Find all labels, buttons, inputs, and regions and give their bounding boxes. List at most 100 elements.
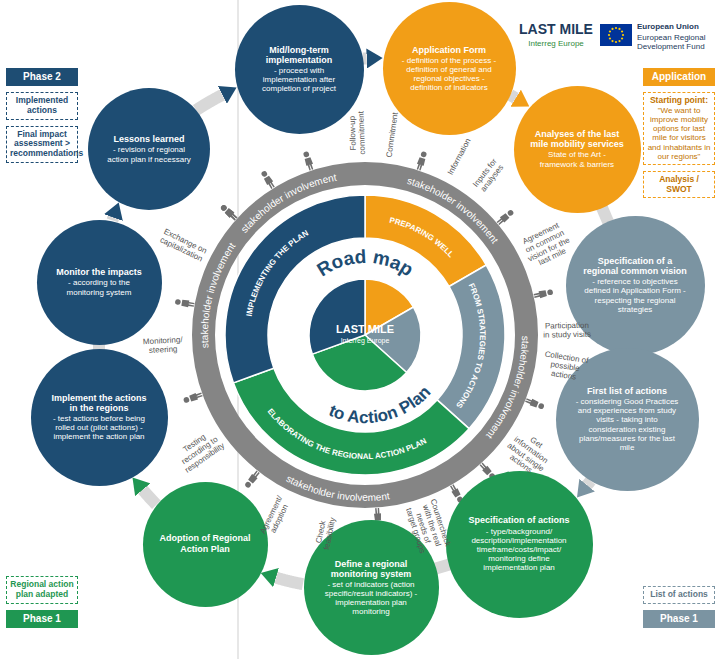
logo-text: LAST MILE bbox=[515, 22, 597, 37]
person-head bbox=[547, 289, 554, 296]
node-heading: Phase 1 bbox=[9, 613, 75, 625]
person-figure bbox=[496, 208, 515, 226]
text-wrap: Starting point:"We want to improve mobil… bbox=[647, 96, 711, 161]
node-body: - revision of regional action plan if ne… bbox=[103, 145, 196, 163]
flow-arrow bbox=[196, 95, 222, 110]
node-body: - considering Good Practices and experie… bbox=[573, 397, 682, 452]
text-wrap: Application Form- definition of the proc… bbox=[398, 45, 499, 93]
node-heading: Phase 1 bbox=[646, 613, 712, 625]
flag-star bbox=[618, 40, 620, 42]
person-figure bbox=[183, 391, 204, 404]
flag-field bbox=[600, 24, 632, 46]
person-figure bbox=[525, 397, 546, 411]
person-figure bbox=[415, 151, 428, 172]
text-wrap: Analysis / SWOT bbox=[647, 175, 711, 195]
node-heading: Regional action plan adapted bbox=[10, 580, 74, 600]
person-body bbox=[449, 484, 461, 498]
segment-ring bbox=[225, 195, 505, 475]
person-figure bbox=[175, 298, 195, 308]
text-wrap: List of actions bbox=[647, 590, 711, 600]
exchange-label: Get information about single actions bbox=[498, 425, 559, 483]
note-box: Implemented actions bbox=[6, 92, 78, 120]
exchange-label: Monitoring/ steering bbox=[138, 335, 189, 355]
person-figure bbox=[219, 203, 238, 221]
note-box: Regional action plan adapted bbox=[6, 576, 78, 604]
phase-tag: Phase 1 bbox=[6, 610, 78, 628]
curved-label: PREPARING WELL bbox=[389, 216, 456, 260]
node-body: State of the Art - framework & barriers bbox=[529, 150, 626, 168]
phase-tag: Phase 1 bbox=[643, 610, 715, 628]
text-wrap: First list of actions- considering Good … bbox=[573, 386, 682, 452]
person-body bbox=[224, 208, 238, 222]
flag-star bbox=[609, 37, 611, 39]
text-wrap: Implement the actions in the regions- te… bbox=[47, 393, 151, 442]
flag-star bbox=[615, 27, 617, 29]
node-body: - test actions before being rolled out (… bbox=[47, 414, 151, 442]
segment-ring bbox=[309, 279, 421, 391]
person-head bbox=[303, 151, 310, 158]
exchange-label: Exchange on capitalization bbox=[157, 228, 210, 266]
curved-label: ELABORATING THE REGIONAL ACTION PLAN bbox=[266, 407, 429, 461]
person-head bbox=[220, 204, 228, 212]
person-head bbox=[538, 403, 545, 410]
person-body bbox=[304, 157, 315, 171]
flag-star bbox=[609, 30, 611, 32]
person-body bbox=[533, 290, 547, 300]
phase-tag: Phase 2 bbox=[6, 68, 78, 86]
node-heading: Application bbox=[646, 71, 712, 83]
person-head bbox=[507, 209, 515, 217]
curved-label: stakeholder involvement bbox=[199, 240, 238, 348]
person-body bbox=[189, 391, 203, 402]
exchange-label: Inputs for analyses bbox=[467, 151, 512, 201]
exchange-label: Commitment bbox=[385, 110, 401, 161]
person-figure bbox=[533, 288, 553, 299]
curved-label: stakeholder involvement bbox=[284, 473, 390, 503]
person-figure bbox=[244, 470, 261, 490]
node-heading: Lessons learned bbox=[103, 134, 196, 144]
node-body: - proceed with implementation after comp… bbox=[250, 66, 348, 94]
text-wrap: Phase 2 bbox=[9, 71, 75, 83]
logo-text: Interreg Europe bbox=[325, 337, 405, 345]
node-heading: Starting point: bbox=[647, 96, 711, 106]
exchange-label: Testing recording to responsibility bbox=[171, 426, 227, 476]
flow-arrow bbox=[276, 578, 303, 584]
curved-label: stakeholder involvement bbox=[484, 336, 531, 441]
person-head bbox=[260, 170, 268, 178]
person-body bbox=[248, 470, 261, 484]
ring-segment bbox=[437, 265, 505, 429]
node-heading: Application Form bbox=[398, 45, 499, 55]
text-wrap: Analyses of the last mile mobility servi… bbox=[529, 129, 626, 169]
text-wrap: Final impact assessment > recommendation… bbox=[10, 130, 74, 159]
node-heading: List of actions bbox=[647, 590, 711, 600]
person-body bbox=[478, 462, 492, 476]
note-box: Starting point:"We want to improve mobil… bbox=[643, 92, 715, 165]
exchange-label: Participation in study visits bbox=[542, 322, 592, 340]
node-heading: Adoption of Regional Action Plan bbox=[158, 533, 253, 553]
node-heading: Specification of actions bbox=[463, 515, 575, 525]
text-wrap: Application bbox=[646, 71, 712, 83]
flag-star bbox=[611, 28, 613, 30]
flag-star bbox=[622, 34, 624, 36]
flag-star bbox=[618, 28, 620, 30]
node-heading: Implemented actions bbox=[10, 96, 74, 116]
person-body bbox=[263, 175, 276, 189]
text-wrap: Phase 1 bbox=[9, 613, 75, 625]
curved-label: IMPLEMENTING THE PLAN bbox=[245, 228, 311, 317]
node-heading: Analyses of the last mile mobility servi… bbox=[529, 129, 626, 149]
logo-text: Interreg Europe bbox=[515, 40, 597, 49]
person-head bbox=[175, 299, 181, 305]
logo-text: LAST MILE bbox=[325, 323, 405, 335]
exchange-label: Follow-up commitment bbox=[348, 108, 367, 159]
exchange-label: Information bbox=[444, 133, 475, 181]
flag-star bbox=[611, 40, 613, 42]
person-head bbox=[244, 481, 252, 489]
text-wrap: Implemented actions bbox=[10, 96, 74, 116]
node-heading: Mid/long-term implementation bbox=[250, 45, 348, 65]
text-wrap: Phase 1 bbox=[646, 613, 712, 625]
person-head bbox=[220, 204, 228, 212]
note-box: List of actions bbox=[643, 586, 715, 604]
person-body bbox=[525, 397, 539, 408]
node-body: - according to the monitoring system bbox=[52, 278, 147, 296]
step-circle: Adoption of Regional Action Plan bbox=[143, 482, 268, 607]
